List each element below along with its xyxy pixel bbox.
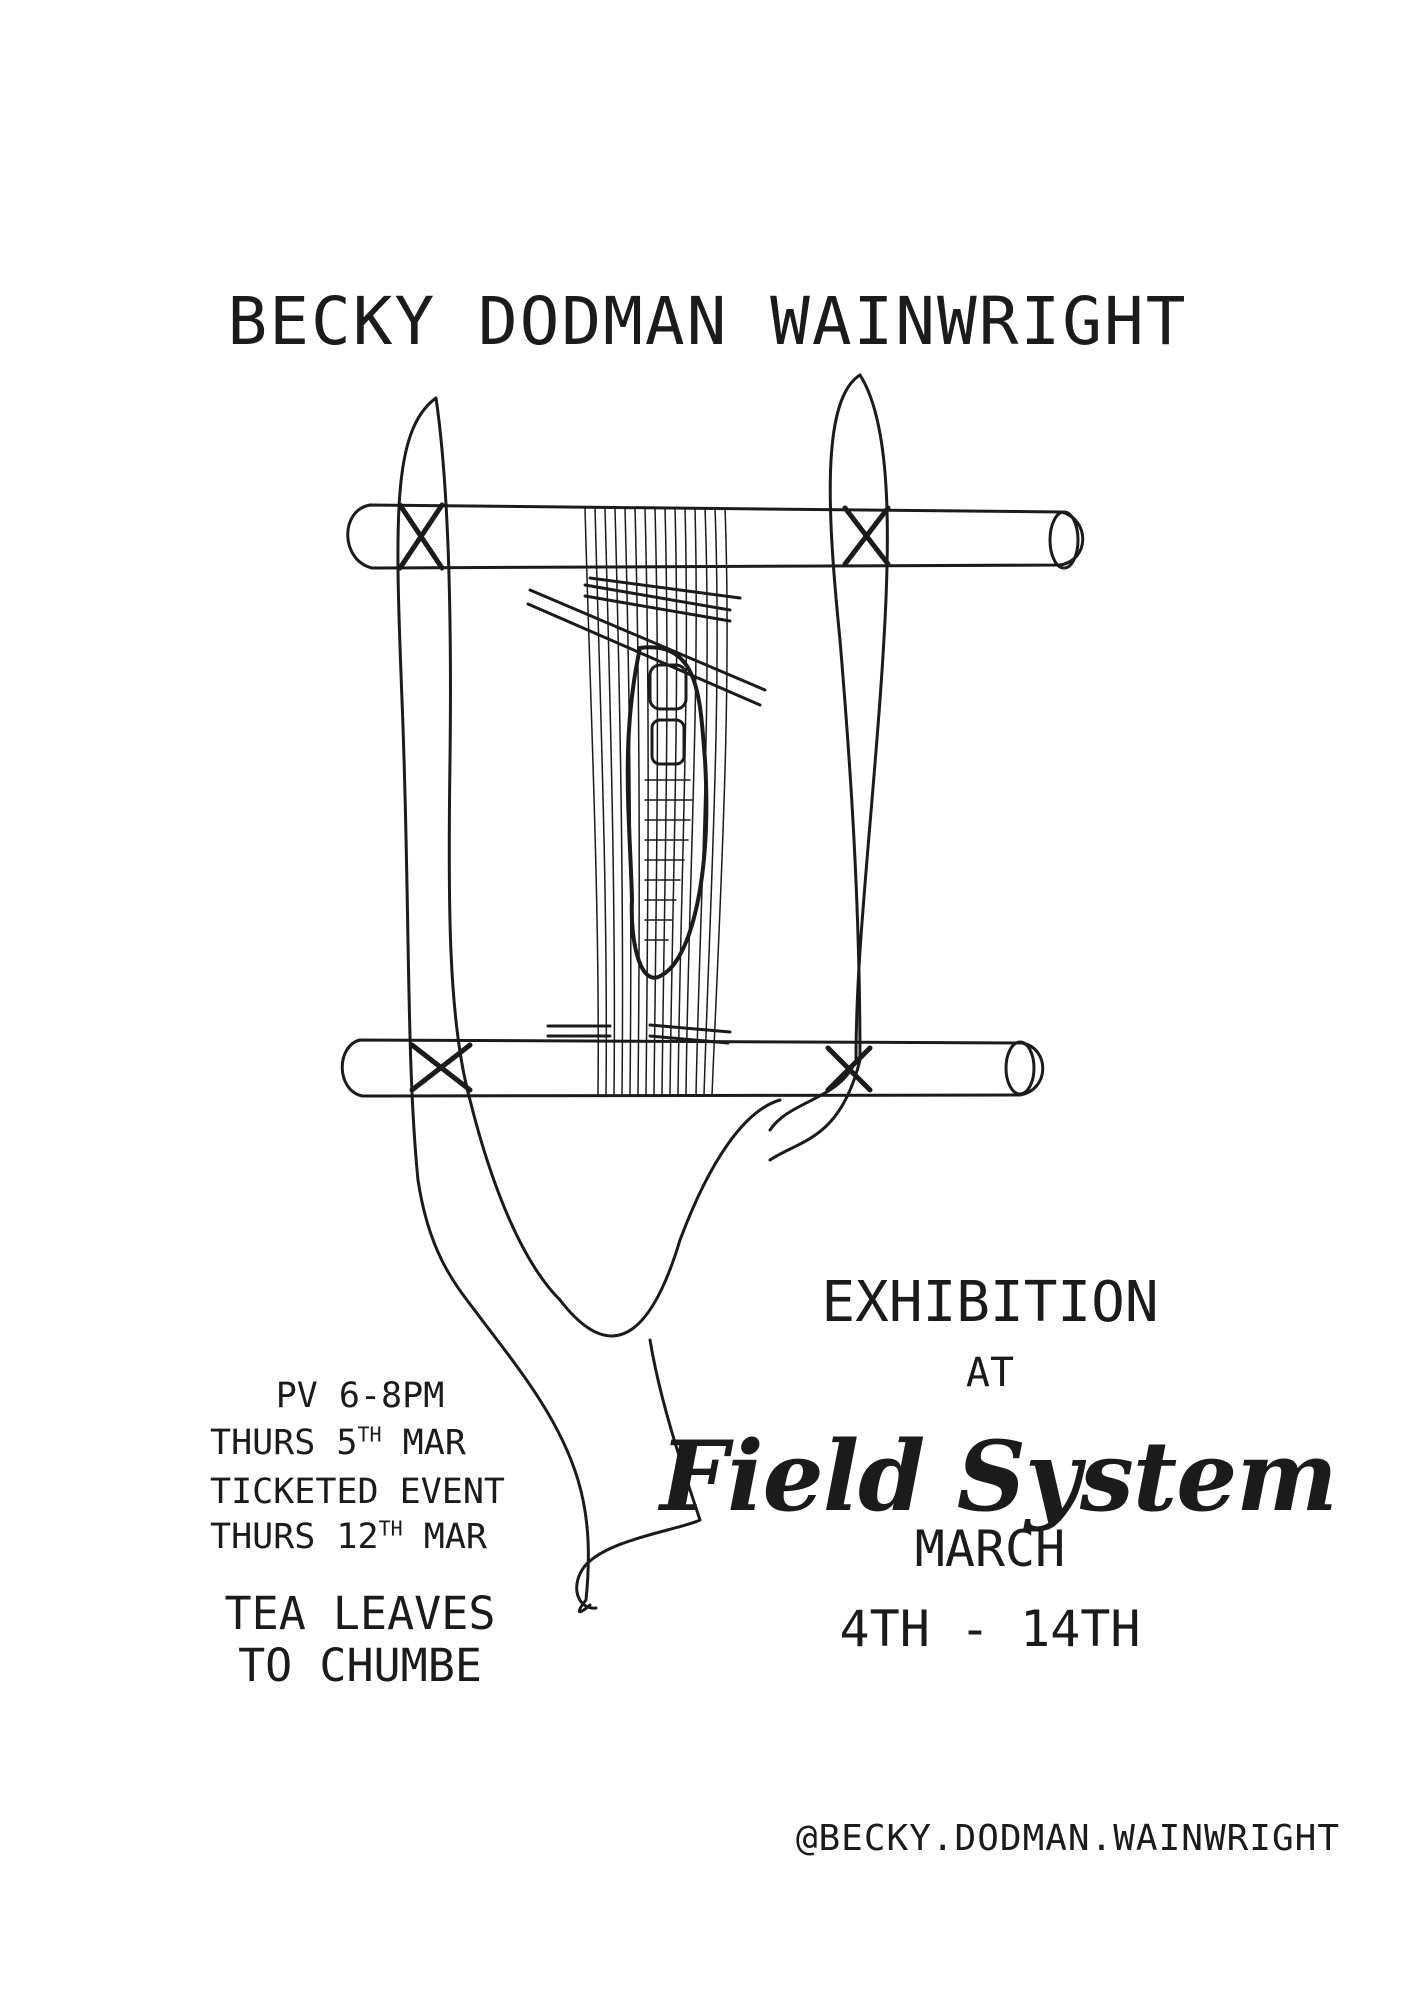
at-label: AT xyxy=(965,1350,1015,1396)
woven-pattern xyxy=(644,779,693,941)
work-title-line2: TO CHUMBE xyxy=(238,1639,482,1692)
bottom-stick-right xyxy=(648,1023,732,1045)
woven-figure xyxy=(625,645,709,980)
bottom-crossbar xyxy=(340,1038,1045,1098)
fork-crotch xyxy=(558,1098,782,1338)
preview-info: PV 6-8PM xyxy=(200,1375,520,1417)
bottom-stick-left xyxy=(546,1024,612,1038)
left-upright-inner xyxy=(434,396,562,1302)
exhibition-dates: 4TH - 14TH xyxy=(839,1600,1141,1658)
preview-month: MAR xyxy=(381,1423,466,1463)
ticket-day-suffix: TH xyxy=(378,1516,403,1541)
exhibition-label: EXHIBITION xyxy=(821,1270,1159,1335)
artist-name: BECKY DODMAN WAINWRIGHT xyxy=(227,283,1188,360)
lashing-bottom-right xyxy=(825,1045,873,1093)
heddle-rod xyxy=(583,583,732,623)
preview-day-suffix: TH xyxy=(357,1422,382,1447)
preview-day: THURS 5 xyxy=(210,1423,358,1463)
figure-head xyxy=(648,663,688,711)
ticket-day: THURS 12 xyxy=(210,1517,379,1557)
social-handle: @BECKY.DODMAN.WAINWRIGHT xyxy=(795,1818,1340,1859)
figure-body xyxy=(650,718,686,766)
preview-date: THURS 5TH MAR xyxy=(210,1423,466,1463)
lashing-bottom-left xyxy=(409,1042,473,1093)
shed-stick xyxy=(526,588,767,707)
bottom-crossbar-end xyxy=(1004,1040,1036,1096)
lashing-top-right xyxy=(842,505,891,567)
right-upright-inner xyxy=(768,373,889,1132)
fork-stem xyxy=(575,1338,702,1610)
left-upright xyxy=(396,396,592,1614)
ticketed-event-date: THURS 12TH MAR xyxy=(210,1517,487,1557)
ticketed-event-label: TICKETED EVENT xyxy=(210,1472,506,1512)
exhibition-month: MARCH xyxy=(914,1520,1066,1578)
venue-logo: Field System xyxy=(660,1420,1338,1533)
right-upright xyxy=(768,373,862,1162)
work-title-line1: TEA LEAVES xyxy=(224,1587,496,1640)
work-title: TEA LEAVES TO CHUMBE xyxy=(200,1588,520,1692)
preview-time: PV 6-8PM xyxy=(275,1376,445,1416)
top-stick xyxy=(588,576,742,600)
top-crossbar-end xyxy=(1048,510,1080,570)
ticket-month: MAR xyxy=(402,1517,487,1557)
lashing-top-left xyxy=(397,502,445,571)
